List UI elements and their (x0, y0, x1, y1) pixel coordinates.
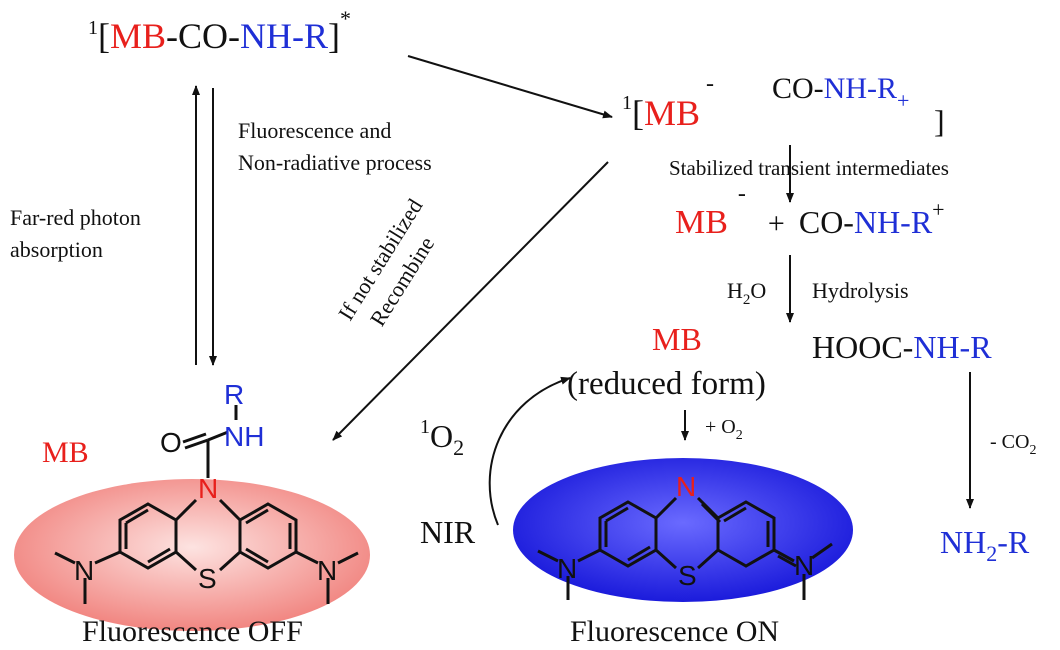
left-n-amine-left: N (74, 555, 94, 586)
arrow-nir-curve (488, 376, 571, 526)
fluorescence-label-1: Fluorescence and (238, 118, 391, 143)
left-n-ring: N (198, 473, 218, 504)
hydrolysis-label: Hydrolysis (812, 278, 909, 303)
radical-pair-formula: 1[MB- (622, 71, 714, 133)
co2-label: - CO2 (990, 431, 1036, 458)
carbamic-acid: HOOC-NH-R (812, 329, 992, 365)
fluorescence-label-2: Non-radiative process (238, 150, 432, 175)
singlet-oxygen: 1O2 (420, 416, 464, 460)
radical-pair-amide: CO-NH-R+ (772, 72, 909, 113)
left-o-atom: O (160, 427, 182, 458)
left-r-group: R (224, 379, 244, 410)
right-s-atom: S (678, 560, 697, 591)
left-nh-group: NH (224, 421, 264, 452)
amine-product: NH2-R (940, 524, 1030, 566)
excited-state-formula: 1[MB-CO-NH-R]* (88, 6, 351, 56)
right-n-ring: N (676, 471, 696, 502)
farred-label-2: absorption (10, 237, 103, 262)
red-oval (14, 479, 370, 631)
blue-oval (513, 458, 853, 602)
left-n-amine-right: N (317, 555, 337, 586)
mb-left-label: MB (42, 436, 89, 469)
water-label: H2O (727, 278, 766, 308)
separated-ions: MB-+CO-NH-R+ (675, 181, 945, 241)
left-molecule-bonds (54, 405, 359, 604)
farred-label-1: Far-red photon (10, 205, 141, 230)
reduced-form-label: (reduced form) (567, 366, 766, 402)
radical-close-bracket: ] (934, 103, 945, 139)
left-s-atom: S (198, 563, 217, 594)
nir-label: NIR (420, 514, 476, 550)
plus-o2-label: + O2 (705, 416, 743, 443)
right-n-amine-left: N (557, 553, 577, 584)
fluorescence-on-caption: Fluorescence ON (570, 615, 779, 648)
fluorescence-off-caption: Fluorescence OFF (82, 615, 303, 648)
arrow-recombine (332, 161, 609, 441)
arrow-electron-transfer (407, 55, 613, 119)
right-n-iminium: N (794, 550, 814, 581)
mb-reduced-label: MB (652, 321, 702, 357)
recombine-label: If not stabilized Recombine (333, 194, 439, 330)
right-molecule-bonds (537, 496, 833, 600)
stabilized-label: Stabilized transient intermediates (669, 156, 949, 180)
